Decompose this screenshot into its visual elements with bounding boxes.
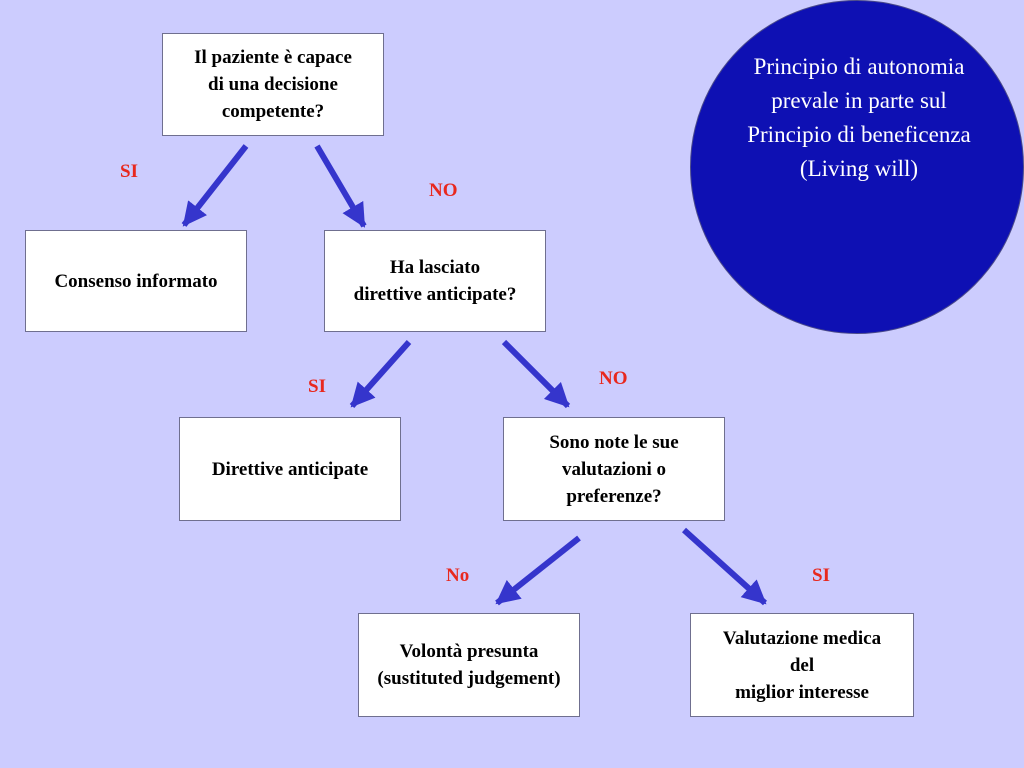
question-directives-box: Ha lasciato direttive anticipate? <box>324 230 546 332</box>
label-directives-no: NO <box>599 368 628 389</box>
informed-consent-box: Consenso informato <box>25 230 247 332</box>
autonomy-principle-text: Principio di autonomia prevale in parte … <box>747 54 971 181</box>
label-directives-yes: SI <box>308 376 326 397</box>
arrow-capable-yes <box>181 144 249 227</box>
label-preferences-yes: SI <box>812 565 830 586</box>
advance-directives-box: Direttive anticipate <box>179 417 401 521</box>
question-preferences-box: Sono note le sue valutazioni o preferenz… <box>503 417 725 521</box>
question-capable-box: Il paziente è capace di una decisione co… <box>162 33 384 136</box>
label-preferences-no: No <box>446 565 470 586</box>
label-capable-yes: SI <box>120 161 138 182</box>
arrow-preferences-no <box>495 535 581 606</box>
best-interest-box: Valutazione medica del miglior interesse <box>690 613 914 717</box>
arrow-directives-yes <box>349 340 412 408</box>
arrow-directives-no <box>501 339 571 409</box>
presumed-will-box: Volontà presunta (sustituted judgement) <box>358 613 580 717</box>
arrow-preferences-yes <box>681 527 768 606</box>
label-capable-no: NO <box>429 180 458 201</box>
arrow-capable-no <box>314 144 367 228</box>
autonomy-principle-circle: Principio di autonomia prevale in parte … <box>690 0 1024 334</box>
